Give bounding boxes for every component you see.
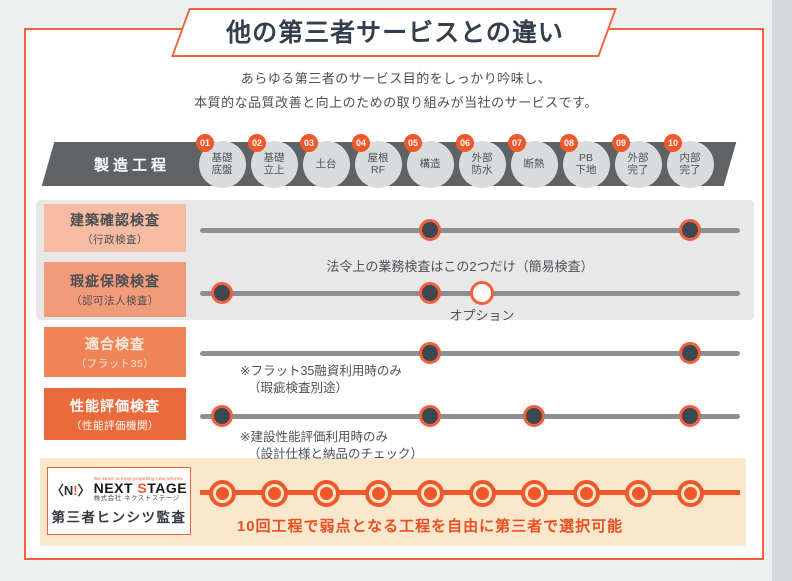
nextstage-logo: 〈N!〉 We strive to keep propelling new re… (50, 475, 188, 503)
bottom-process-dot-stage-9 (624, 479, 652, 507)
stage-number-badge: 10 (664, 134, 682, 152)
stage-label: 底盤 (211, 164, 233, 176)
flat35-note-line-2: （瑕疵検査別途） (248, 381, 349, 395)
timeline-dot-stage-10 (679, 342, 701, 364)
row-subtitle: （認可法人検査） (71, 295, 159, 307)
row-label-building-confirmation: 建築確認検査 （行政検査） (44, 204, 186, 252)
bottom-dot-ring (680, 483, 700, 503)
stage-number-badge: 02 (248, 134, 266, 152)
stage-label: 内部 (679, 152, 701, 164)
bottom-dot-ring (264, 483, 284, 503)
stage-number-badge: 03 (300, 134, 318, 152)
row-title: 建築確認検査 (70, 211, 160, 228)
bottom-process-dot-stage-3 (312, 479, 340, 507)
row-subtitle: （行政検査） (82, 233, 148, 246)
stage-label: PB (578, 152, 593, 164)
stage-number-badge: 09 (612, 134, 630, 152)
bottom-dot-ring (368, 483, 388, 503)
stage-label: 構造 (419, 158, 441, 170)
logo-company: 株式会社 ネクストステージ (93, 495, 180, 502)
timeline-row-4 (200, 413, 740, 419)
stage-label: 防水 (471, 164, 493, 176)
subtitle-line-1: あらゆる第三者のサービス目的をしっかり吟味し、 (240, 71, 552, 86)
stage-label: 外部 (471, 152, 493, 164)
bottom-dot-ring (212, 483, 232, 503)
flat35-note-line-1: ※フラット35融資利用時のみ (240, 364, 402, 378)
stage-number-badge: 08 (560, 134, 578, 152)
bottom-dot-ring (316, 483, 336, 503)
timeline-option-dot-stage-6 (470, 281, 494, 305)
timeline-dot-stage-5 (419, 219, 441, 241)
logo-tagline: We strive to keep propelling new reforms (93, 475, 184, 481)
process-header-label: 製造工程 (93, 157, 170, 174)
timeline-row-1 (200, 227, 740, 233)
logo-brand: NEXT STAGE (93, 480, 188, 496)
row-subtitle: （性能評価機関） (71, 419, 159, 432)
bottom-process-dot-stage-5 (416, 479, 444, 507)
stage-label: 完了 (679, 164, 701, 176)
bottom-dot-ring (524, 483, 544, 503)
bottom-process-dot-stage-10 (676, 479, 704, 507)
stage-label: 完了 (627, 164, 649, 176)
stage-number-badge: 04 (352, 134, 370, 152)
stage-label: 下地 (575, 164, 597, 176)
stage-label: 基礎 (263, 152, 285, 164)
timeline-dot-stage-10 (679, 219, 701, 241)
timeline-dot-stage-5 (419, 342, 441, 364)
timeline-dot-stage-10 (679, 405, 701, 427)
stage-label: 外部 (627, 152, 649, 164)
row-title: 性能評価検査 (70, 397, 160, 414)
performance-note-line-2: （設計仕様と納品のチェック） (248, 447, 424, 461)
stage-label: 基礎 (211, 152, 233, 164)
row-label-defect-insurance: 瑕疵保険検査 （認可法人検査） (44, 262, 186, 317)
stage-label: 屋根 (367, 152, 389, 164)
timeline-dot-stage-5 (419, 405, 441, 427)
stage-label: 立上 (263, 164, 285, 176)
stage-label: RF (371, 164, 385, 176)
stage-number-badge: 01 (196, 134, 214, 152)
nextstage-mark-icon: 〈N!〉 (50, 483, 91, 498)
nextstage-logo-box: 〈N!〉 We strive to keep propelling new re… (47, 467, 191, 535)
bottom-process-dot-stage-7 (520, 479, 548, 507)
logo-service-name: 第三者ヒンシツ監査 (51, 509, 187, 525)
row-label-conformity: 適合検査 （フラット35） (44, 327, 186, 377)
timeline-row-3 (200, 350, 740, 356)
row-label-performance-evaluation: 性能評価検査 （性能評価機関） (44, 388, 186, 440)
bottom-process-dot-stage-8 (572, 479, 600, 507)
bottom-dot-ring (628, 483, 648, 503)
timeline-dot-stage-1 (211, 405, 233, 427)
subtitle-line-2: 本質的な品質改善と向上のための取り組みが当社のサービスです。 (194, 95, 598, 110)
bottom-dot-ring (472, 483, 492, 503)
option-label: オプション (449, 308, 515, 323)
page-title: 他の第三者サービスとの違い (226, 19, 564, 47)
performance-note-line-1: ※建設性能評価利用時のみ (240, 430, 388, 444)
bottom-process-dot-stage-6 (468, 479, 496, 507)
bottom-process-dot-stage-1 (208, 479, 236, 507)
stage-label: 土台 (315, 158, 337, 170)
stage-number-badge: 07 (508, 134, 526, 152)
stage-label: 断熱 (523, 158, 545, 170)
legal-note: 法令上の業務検査はこの2つだけ（簡易検査） (326, 259, 594, 274)
timeline-dot-stage-1 (211, 282, 233, 304)
bottom-process-dot-stage-4 (364, 479, 392, 507)
timeline-dot-stage-5 (419, 282, 441, 304)
bottom-caption: 10回工程で弱点となる工程を自由に第三者で選択可能 (236, 518, 624, 535)
timeline-dot-stage-7 (523, 405, 545, 427)
row-subtitle: （フラット35） (75, 357, 155, 370)
right-shade-strip (772, 0, 792, 581)
stage-number-badge: 06 (456, 134, 474, 152)
stage-number-badge: 05 (404, 134, 422, 152)
row-title: 適合検査 (85, 335, 145, 352)
row-title: 瑕疵保険検査 (70, 273, 160, 289)
bottom-dot-ring (576, 483, 596, 503)
bottom-process-dot-stage-2 (260, 479, 288, 507)
bottom-dot-ring (420, 483, 440, 503)
